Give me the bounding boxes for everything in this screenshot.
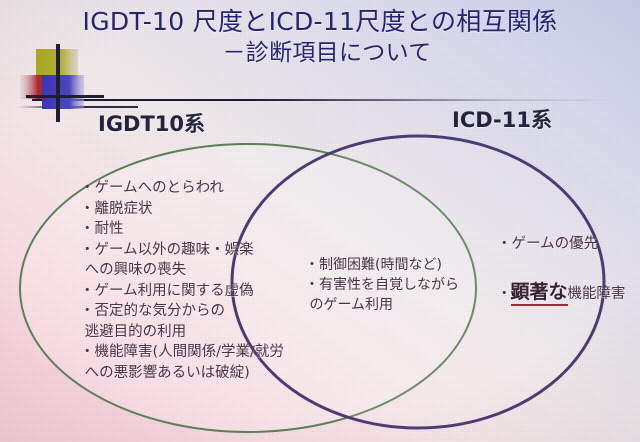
list-item: 逃避目的の利用 xyxy=(80,323,187,340)
venn-label-icd11: ICD-11系 xyxy=(452,108,552,132)
slide-corner-logo xyxy=(18,44,108,122)
list-item: への悪影響あるいは破綻) xyxy=(80,364,250,381)
emphasized-text: 顕著な xyxy=(510,281,568,306)
title-divider xyxy=(32,99,620,101)
list-item: ・制御困難(時間など) xyxy=(305,257,442,273)
venn-list-igdt10-only: ・ゲームへのとらわれ ・離脱症状 ・耐性 ・ゲーム以外の趣味・娯楽 への興味の喪… xyxy=(80,178,350,383)
list-item: ・ゲームの優先 xyxy=(497,236,599,252)
list-item: ・否定的な気分からの xyxy=(80,303,225,319)
list-item: ・機能障害(人間関係/学業/就労 xyxy=(80,344,284,360)
list-item: のゲーム利用 xyxy=(305,297,394,313)
list-item: ・ゲーム利用に関する虚偽 xyxy=(80,282,254,299)
list-bullet: ・ xyxy=(497,286,511,302)
logo-line-vertical xyxy=(56,44,60,122)
title-line-1: IGDT-10 尺度とICD-11尺度との相互関係 xyxy=(82,7,558,36)
venn-circle-icd11 xyxy=(230,134,606,430)
venn-list-icd11-only: ・ゲームの優先 ・顕著な機能障害 xyxy=(497,234,640,306)
logo-square-blue xyxy=(42,75,84,109)
list-item: ・ゲーム以外の趣味・娯楽 xyxy=(80,241,254,258)
list-item: ・耐性 xyxy=(80,221,124,237)
list-item: ・ゲームへのとらわれ xyxy=(80,180,224,196)
slide-title: IGDT-10 尺度とICD-11尺度との相互関係 －診断項目について xyxy=(0,6,640,69)
venn-list-overlap: ・制御困難(時間など) ・有害性を自覚しながら のゲーム利用 xyxy=(305,255,485,315)
logo-line-horizontal xyxy=(26,95,104,98)
venn-circle-igdt10 xyxy=(19,143,477,433)
list-item-emphasized: ・顕著な機能障害 xyxy=(497,281,640,306)
list-item: ・離脱症状 xyxy=(80,200,153,217)
title-line-2: －診断項目について xyxy=(222,40,432,66)
venn-label-igdt10: IGDT10系 xyxy=(98,112,206,136)
emphasized-text-rest: 機能障害 xyxy=(567,286,626,302)
list-item: ・有害性を自覚しながら xyxy=(305,277,459,293)
list-item: への興味の喪失 xyxy=(80,262,187,278)
